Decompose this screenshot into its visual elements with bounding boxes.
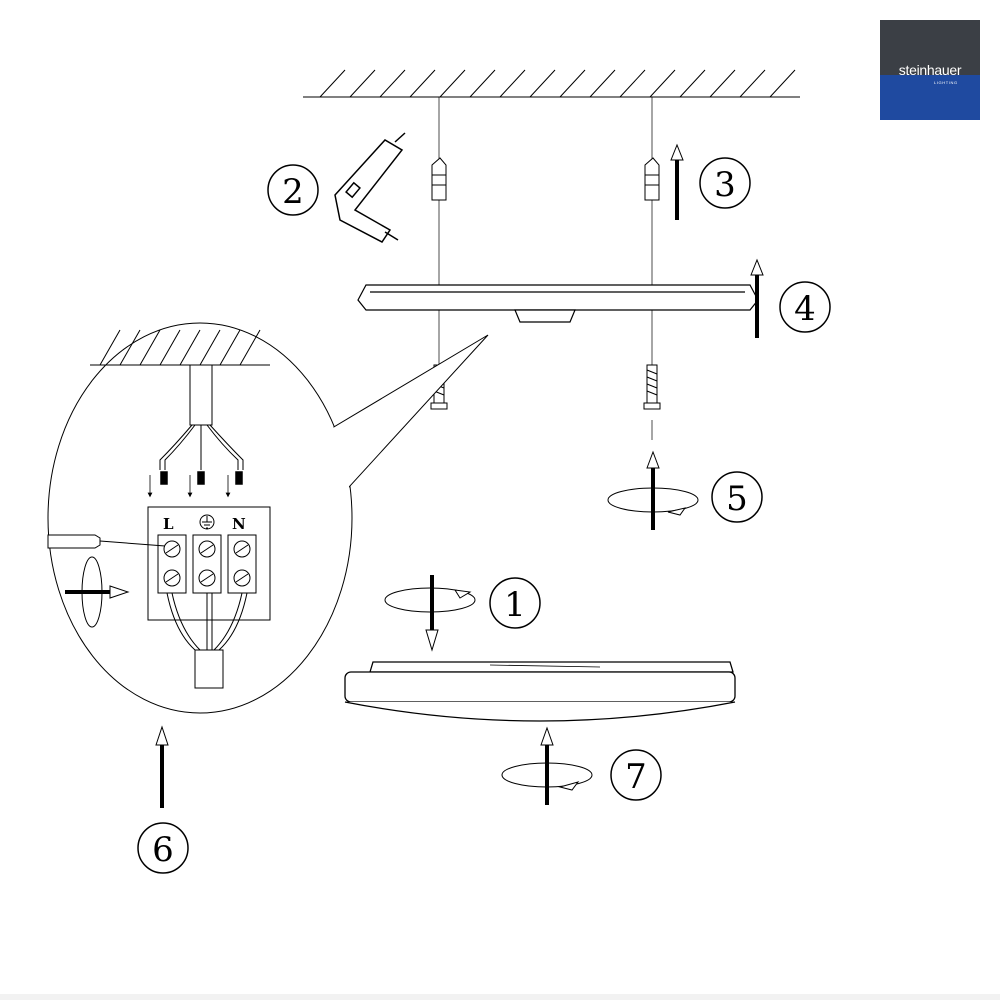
step-3-number: 3 [714, 165, 736, 205]
detail-wire-ends [160, 471, 243, 485]
terminal-live-label: L [163, 515, 174, 533]
drill-guide-lines [438, 97, 653, 440]
step-2-badge: 2 [267, 164, 319, 216]
detail-lamp-cable [166, 592, 248, 689]
wall-plug-left [431, 157, 447, 201]
arrow-step1 [425, 575, 439, 652]
drill-icon [334, 132, 406, 243]
detail-insert-arrows [147, 475, 231, 498]
wall-plug-right [644, 157, 660, 201]
detail-mains-cable [159, 364, 244, 470]
logo-tagline: LIGHTING [934, 80, 958, 85]
arrow-step7 [540, 726, 554, 805]
screw-right [643, 364, 661, 410]
rotate-arrow-step1 [384, 587, 476, 613]
mounting-base-plate [357, 284, 759, 323]
logo-wordmark: steinhauer [898, 62, 962, 78]
arrow-step3 [670, 143, 684, 220]
rotate-arrow-step7 [501, 762, 593, 791]
step-1-number: 1 [504, 585, 526, 625]
earth-symbol-icon [199, 514, 215, 530]
step-7-badge: 7 [610, 749, 662, 801]
detail-rotate-symbol [65, 556, 130, 628]
step-4-number: 4 [794, 289, 816, 329]
terminal-block [147, 506, 271, 621]
logo-top-panel [880, 20, 980, 75]
terminal-neutral-label: N [232, 515, 246, 533]
step-7-number: 7 [625, 757, 647, 797]
arrow-step6 [155, 725, 169, 808]
step-1-badge: 1 [489, 577, 541, 629]
step-5-badge: 5 [711, 471, 763, 523]
rotate-arrow-step5 [607, 487, 699, 516]
screwdriver-icon [47, 534, 166, 549]
step-6-number: 6 [152, 830, 174, 870]
step-2-number: 2 [282, 172, 304, 212]
brand-logo: steinhauer LIGHTING [880, 20, 980, 120]
step-5-number: 5 [726, 479, 748, 519]
bottom-border [0, 994, 1000, 1000]
step-6-badge: 6 [137, 822, 189, 874]
arrow-step4 [750, 258, 764, 338]
ceiling-luminaire [344, 661, 736, 722]
arrow-step5 [646, 450, 660, 530]
step-3-badge: 3 [699, 157, 751, 209]
ceiling-hatch [319, 69, 796, 98]
logo-bottom-panel [880, 75, 980, 120]
step-4-badge: 4 [779, 281, 831, 333]
detail-ceiling [90, 329, 270, 366]
ceiling [303, 69, 800, 98]
